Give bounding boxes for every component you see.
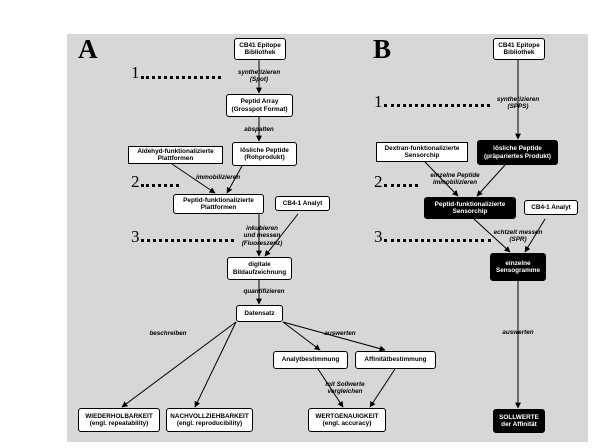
label-a-compare: mit Sollwerte vergleichen: [325, 381, 365, 396]
arrow-b-single-to-sensorchip: [476, 164, 506, 197]
box-a-dataset: Datensatz: [236, 305, 283, 322]
diagram-panel: [67, 34, 588, 442]
step-leader-a-1: [141, 76, 221, 79]
step-number-a-2: 2: [131, 172, 140, 191]
box-b-affinity-target-values: SOLLWERTE der Affinität: [493, 409, 545, 433]
step-leader-a-2: [141, 184, 179, 187]
box-b-cb4-analyte: CB4-1 Analyt: [524, 200, 578, 215]
label-a-incubate-measure: inkubieren und messen (Fluoreszenz): [241, 225, 283, 247]
label-a-quantify: quantifizieren: [243, 288, 285, 295]
box-a-soluble-peptides: lösliche Peptide (Rohprodukt): [232, 142, 297, 166]
step-number-a-1: 1: [131, 63, 140, 82]
arrow-dataset-to-repeat: [121, 321, 237, 408]
arrow-b-dextran-to-sensorchip: [424, 161, 459, 197]
step-leader-b-2: [384, 184, 418, 187]
box-a-affinity-determination: Affinitätbestimmung: [355, 351, 436, 369]
step-number-b-3: 3: [374, 227, 383, 246]
box-a-accuracy: WERTGENAUIGKEIT (engl. accuracy): [308, 408, 386, 432]
box-b-epitope-library: CB41 Epitope Bibliothek: [493, 38, 545, 60]
arrow-aldehyde-to-platform: [171, 163, 216, 194]
box-a-cb4-analyte: CB4-1 Analyt: [275, 196, 330, 211]
label-b-synthesize: synthetizieren (SPPS): [496, 96, 540, 111]
box-b-single-peptides: lösliche Peptide (präpariertes Produkt): [477, 140, 558, 165]
label-b-evaluate: auswerten: [502, 329, 534, 336]
box-a-epitope-library: CB41 Epitope Bibliothek: [234, 38, 286, 60]
box-b-peptide-sensorchip: Peptid-funktionalizierte Sensorchip: [424, 197, 516, 219]
box-a-aldehyde-platforms: Aldehyd-funktionalizierte Plattformen: [128, 146, 223, 164]
panel-a-letter: A: [78, 34, 98, 64]
arrow-b-sensorchip-to-sensograms: [473, 218, 511, 253]
box-b-dextran-sensorchip: Dextran-funktionalizierte Sensorchip: [376, 142, 468, 162]
arrow-analyte-to-imaging: [264, 213, 299, 257]
box-a-peptide-array: Peptid Array (Grosspot Format): [226, 94, 293, 117]
arrow-b-analyte-to-sensograms: [524, 218, 546, 253]
arrow-dataset-to-reproduce: [194, 321, 237, 408]
arrow-soluble-to-platform: [226, 165, 243, 194]
label-a-describe: beschreiben: [149, 330, 187, 337]
box-b-single-sensograms: einzelne Sensogramme: [490, 253, 546, 281]
label-a-cleave: abspalten: [244, 126, 274, 133]
label-a-evaluate: auswerten: [324, 330, 356, 337]
box-a-analyte-determination: Analytbestimmung: [273, 351, 348, 369]
step-leader-a-3: [141, 239, 234, 242]
panel-b-letter: B: [373, 34, 392, 64]
step-number-a-3: 3: [131, 227, 140, 246]
step-leader-b-1: [384, 104, 490, 107]
box-a-repeatability: WIEDERHOLBARKEIT (engl. repeatability): [78, 408, 160, 432]
box-a-reproducibility: NACHVOLLZIEHBARKEIT (engl. reproducibili…: [166, 408, 253, 432]
label-b-immobilize: einzelne Peptide immobilizieren: [430, 172, 480, 187]
box-a-digital-imaging: digitale Bildaufzeichnung: [227, 257, 292, 280]
label-a-immobilize: immobilizieren: [195, 174, 241, 181]
arrow-analyt-to-accuracy: [317, 368, 344, 408]
label-a-synthesize: synthetizieren (Spot): [237, 69, 281, 84]
label-b-realtime-measure: echtzeit messen (SPR): [493, 229, 543, 244]
step-number-b-2: 2: [374, 172, 383, 191]
arrow-dataset-to-analyt: [282, 321, 321, 351]
arrow-dataset-to-affinity: [282, 321, 386, 352]
step-leader-b-3: [384, 239, 491, 242]
step-number-b-1: 1: [374, 92, 383, 111]
box-a-peptide-platforms: Peptid-funktionalizierte Plattformen: [173, 194, 264, 214]
arrow-affinity-to-accuracy: [369, 368, 396, 408]
